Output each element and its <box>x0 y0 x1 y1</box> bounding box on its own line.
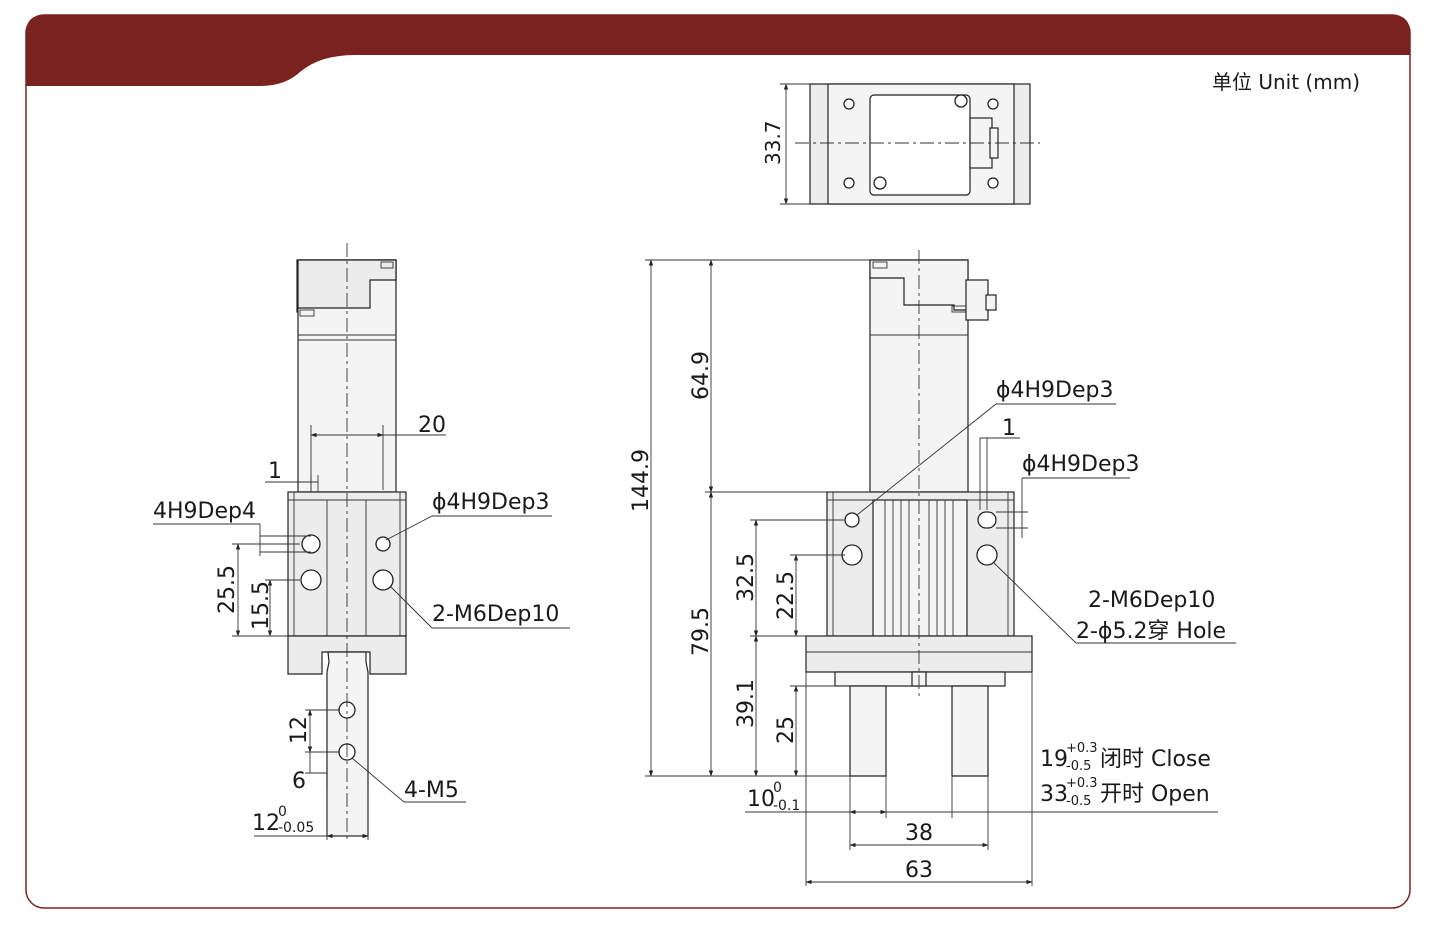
front-dim-39-1: 39.1 <box>734 679 759 728</box>
label-phi4h9dep3-side: ϕ4H9Dep3 <box>432 490 550 515</box>
svg-text:-0.5: -0.5 <box>1066 794 1091 809</box>
label-2m6dep10-side: 2-M6Dep10 <box>432 602 559 627</box>
label-2m6dep10-front: 2-M6Dep10 <box>1088 588 1215 613</box>
svg-text:-0.5: -0.5 <box>1066 759 1091 774</box>
front-dim-64-9: 64.9 <box>689 351 714 400</box>
svg-text:+0.3: +0.3 <box>1066 741 1098 756</box>
svg-text:19: 19 <box>1040 747 1068 772</box>
svg-text:12: 12 <box>252 811 280 836</box>
svg-text:-0.1: -0.1 <box>773 798 800 814</box>
label-4m5: 4-M5 <box>404 778 459 803</box>
stroke-open: 33 +0.3 -0.5 开时 Open <box>1040 776 1210 809</box>
page-frame <box>25 14 1411 909</box>
header-banner <box>26 15 1410 86</box>
svg-text:0: 0 <box>773 780 782 796</box>
side-tol-width: 12 0 -0.05 <box>252 804 314 836</box>
label-phi4h9dep3-front-b: ϕ4H9Dep3 <box>1022 452 1140 477</box>
unit-label: 单位 Unit (mm) <box>1212 70 1360 94</box>
top-view: 33.7 <box>761 83 1040 205</box>
label-hole: 2-ϕ5.2穿 Hole <box>1076 619 1226 644</box>
svg-text:闭时 Close: 闭时 Close <box>1100 747 1211 772</box>
front-dim-1: 1 <box>1002 416 1016 441</box>
side-view: 20 1 4H9Dep4 ϕ4H9Dep3 25.5 15.5 2-M6Dep1… <box>153 243 570 840</box>
svg-text:33: 33 <box>1040 782 1068 807</box>
svg-text:-0.05: -0.05 <box>278 820 314 836</box>
stroke-close: 19 +0.3 -0.5 闭时 Close <box>1040 741 1211 774</box>
svg-text:开时 Open: 开时 Open <box>1100 782 1210 807</box>
top-height-dim: 33.7 <box>761 120 785 165</box>
side-dim-20: 20 <box>418 413 446 438</box>
label-phi4h9dep3-front-a: ϕ4H9Dep3 <box>996 378 1114 403</box>
side-dim-25-5: 25.5 <box>215 565 240 614</box>
front-dim-25: 25 <box>774 716 799 744</box>
side-dim-12: 12 <box>287 716 312 744</box>
front-tol-finger: 10 0 -0.1 <box>747 780 800 814</box>
front-view: 144.9 64.9 79.5 32.5 22.5 39.1 25 ϕ4H9De… <box>629 250 1236 886</box>
side-dim-1: 1 <box>268 459 282 484</box>
front-dim-79-5: 79.5 <box>689 607 714 656</box>
side-dim-15-5: 15.5 <box>249 581 274 630</box>
front-dim-22-5: 22.5 <box>774 571 799 620</box>
svg-text:10: 10 <box>747 787 775 812</box>
svg-text:0: 0 <box>278 804 287 820</box>
front-dim-63: 63 <box>905 858 933 883</box>
front-dim-32-5: 32.5 <box>734 553 759 602</box>
side-dim-6: 6 <box>292 769 306 794</box>
svg-text:+0.3: +0.3 <box>1066 776 1098 791</box>
label-4h9dep4: 4H9Dep4 <box>153 499 256 524</box>
front-dim-144-9: 144.9 <box>629 449 654 512</box>
front-dim-38: 38 <box>905 821 933 846</box>
